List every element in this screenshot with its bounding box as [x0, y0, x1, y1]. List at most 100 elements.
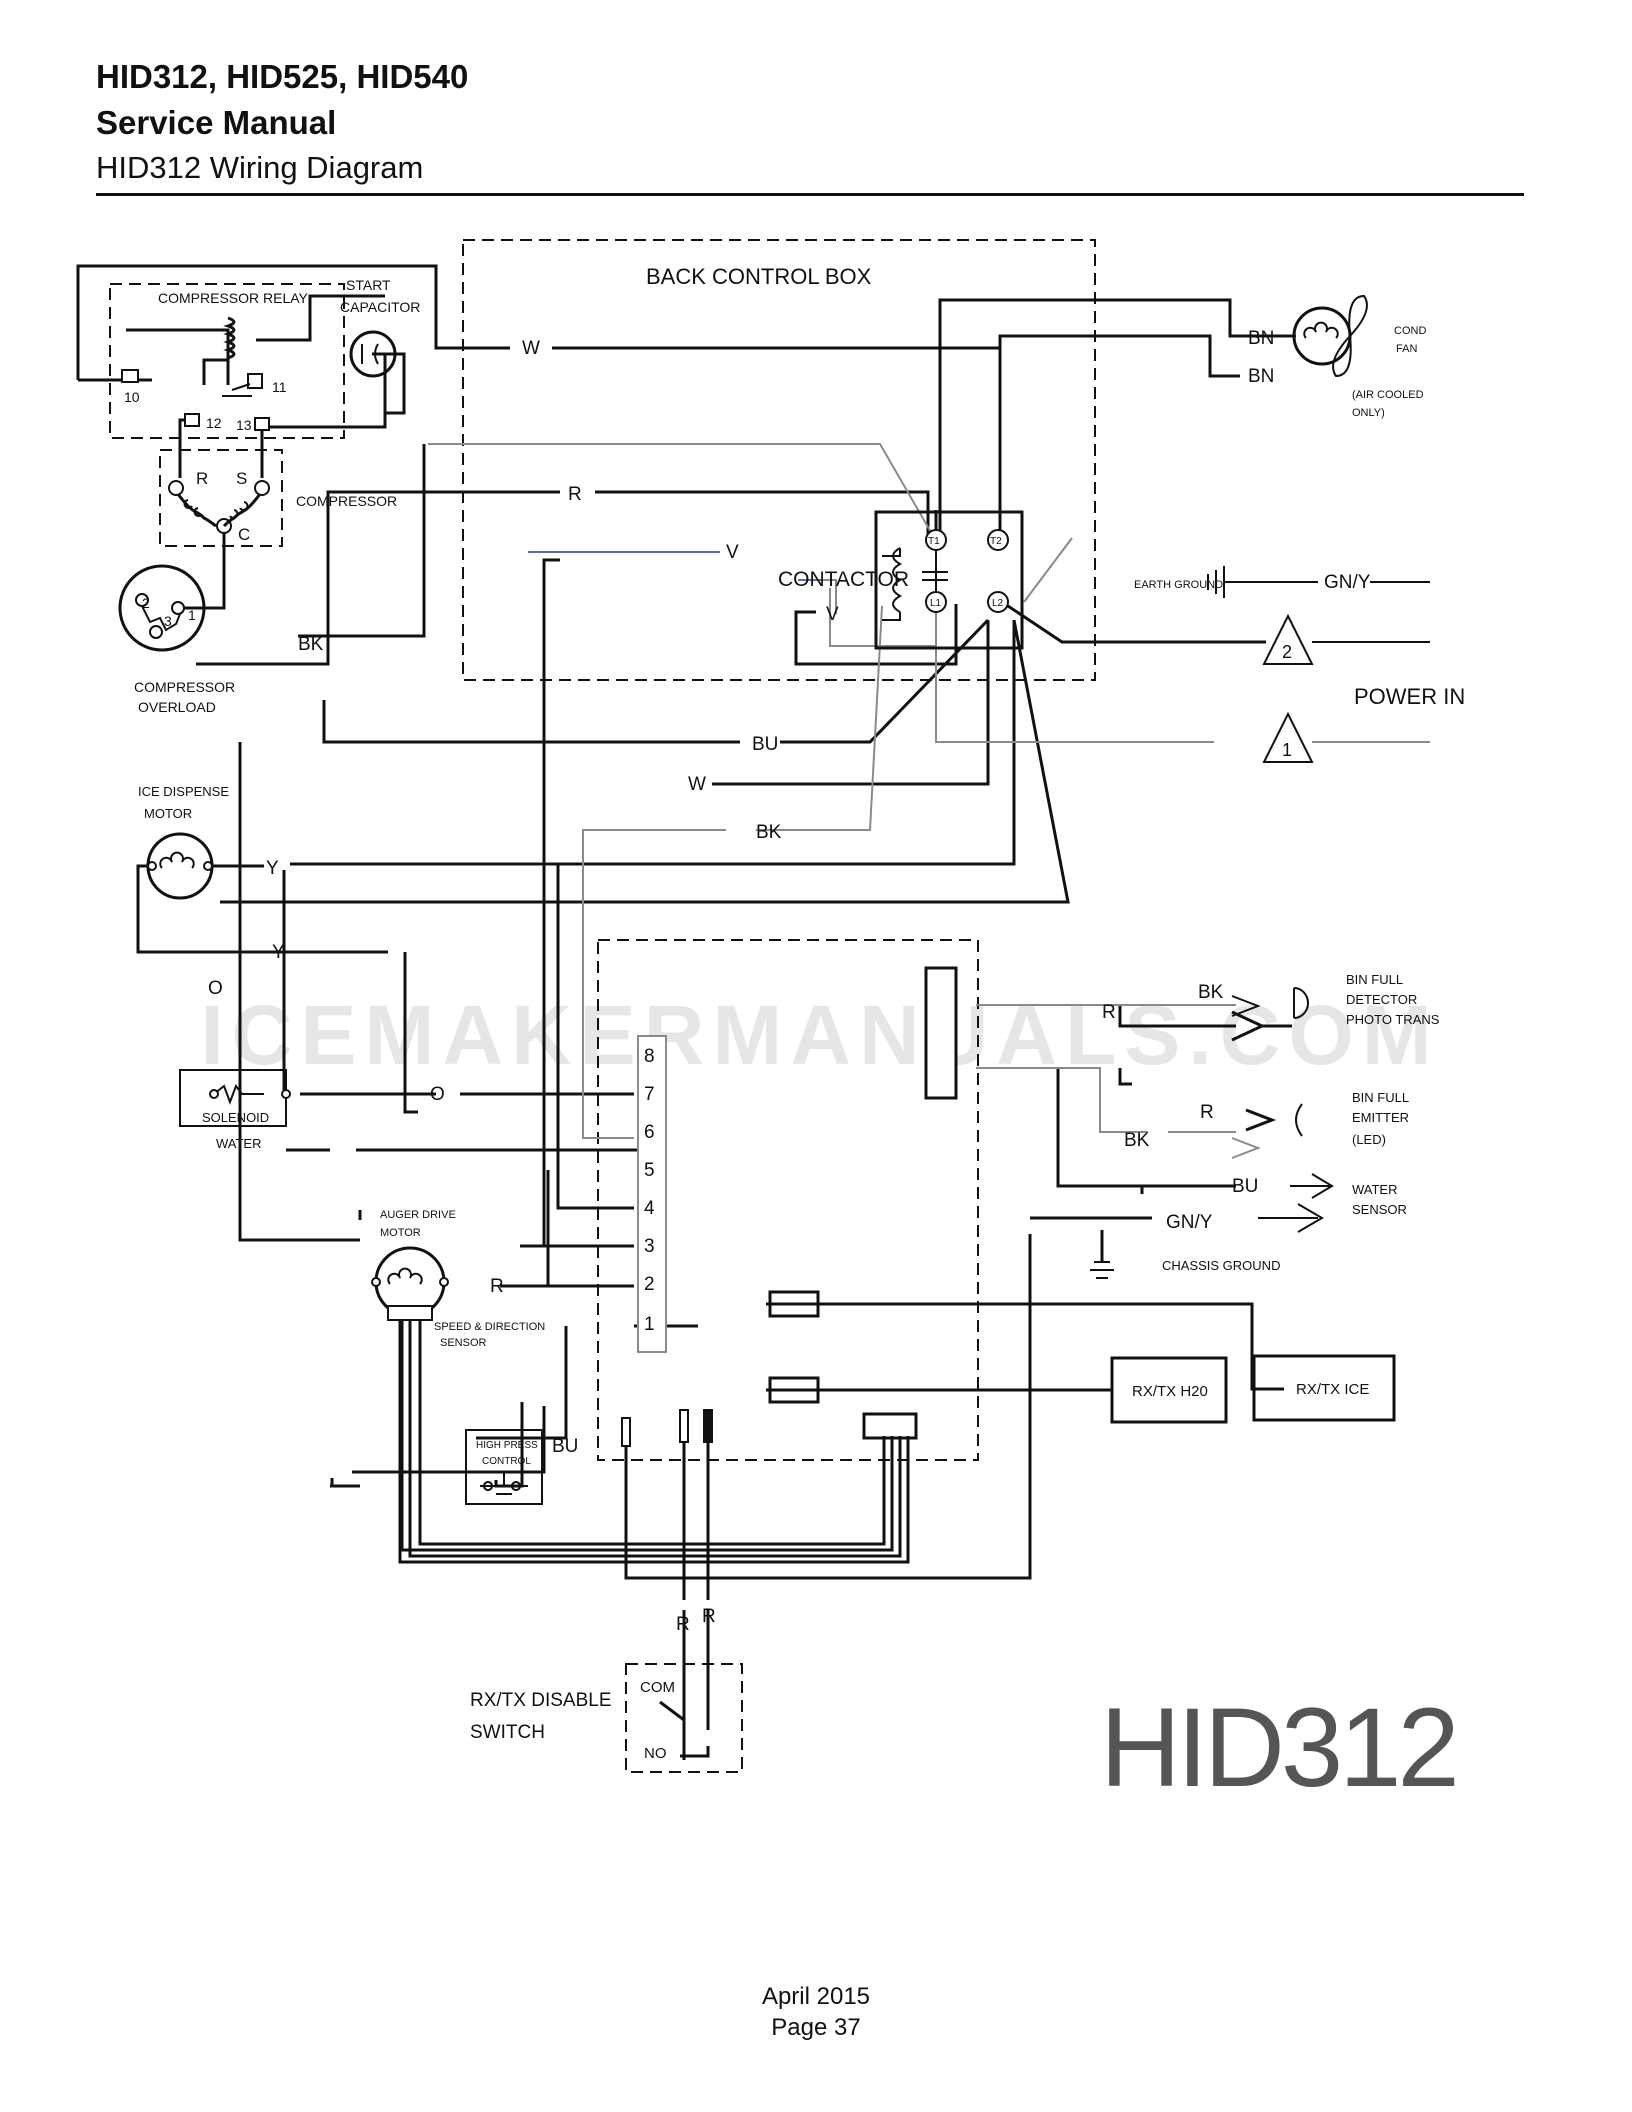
rxtx-h2o-label: RX/TX H20 [1132, 1383, 1208, 1400]
con-l1: L1 [930, 598, 942, 609]
compressor-relay-label: COMPRESSOR RELAY [158, 290, 309, 306]
compressor-terminal-r [168, 480, 184, 496]
footer-date: April 2015 [761, 1983, 871, 2010]
rxtx-ice-label: RX/TX ICE [1296, 1381, 1369, 1398]
power-triangle-2 [1262, 613, 1314, 665]
earth-ground [1207, 566, 1430, 598]
water-sensor [1290, 1173, 1334, 1199]
bin-full-detector-label-3: PHOTO TRANS [1346, 1012, 1440, 1027]
wire-bn-2: BN [1248, 366, 1274, 387]
bin-full-detector-label-2: DETECTOR [1346, 992, 1417, 1007]
bin-full-emitter-label-1: BIN FULL [1352, 1090, 1409, 1105]
cond-fan-label-2: FAN [1396, 343, 1417, 355]
ovl-1: 1 [188, 607, 196, 623]
control-board-box [597, 939, 979, 1461]
bin-full-detector [1231, 987, 1309, 1042]
contactor-terminal-l2 [987, 591, 1009, 613]
model-mark: HID312 [1100, 1685, 1456, 1810]
bin-full-emitter-label-2: EMITTER [1352, 1110, 1409, 1125]
document-manual-title: Service Manual [96, 104, 337, 141]
cond-fan-label-1: COND [1394, 325, 1426, 337]
compressor-overload-label-1: COMPRESSOR [134, 679, 235, 695]
pin-3: 3 [644, 1236, 655, 1257]
watermark: ICEMAKERMANUALS.COM [200, 988, 1439, 1082]
speed-sensor-label-2: SENSOR [440, 1337, 487, 1349]
back-control-box [462, 239, 1096, 681]
wire-r-emit: R [1200, 1102, 1214, 1123]
wire-w-top: W [522, 338, 540, 359]
contactor [874, 510, 1024, 650]
header-rule [96, 193, 1524, 196]
solenoid-label: SOLENOID [202, 1110, 269, 1125]
wire-y-1: Y [266, 858, 279, 879]
chassis-ground-label: CHASSIS GROUND [1162, 1258, 1280, 1273]
pin-1: 1 [644, 1314, 655, 1335]
wire-gn-y-earth: GN/Y [1324, 572, 1371, 593]
bin-full-emitter-label-3: (LED) [1352, 1132, 1386, 1147]
wire-r-det: R [1102, 1002, 1116, 1023]
power-1: 1 [1282, 740, 1292, 760]
start-capacitor-label-2: CAPACITOR [340, 299, 420, 315]
relay-terminal-11 [247, 373, 263, 389]
diagram-title: HID312 Wiring Diagram [96, 150, 424, 185]
relay-terminal-12 [184, 413, 200, 427]
compressor-relay [121, 316, 270, 431]
pin-2: 2 [644, 1274, 655, 1295]
high-press-control [465, 1429, 543, 1505]
wire-r-top: R [568, 484, 582, 505]
connector-auger [862, 1412, 918, 1440]
chassis-ground [1090, 1203, 1324, 1279]
board-connectors [621, 1290, 1396, 1447]
wire-r-auger: R [490, 1276, 504, 1297]
connector-rxtx-ice [768, 1290, 820, 1318]
water-label: WATER [216, 1136, 262, 1151]
auger-drive-motor [371, 1246, 449, 1321]
earth-ground-label: EARTH GROUND [1134, 579, 1223, 591]
wire-gn-y-chassis: GN/Y [1166, 1212, 1213, 1233]
relay-12: 12 [206, 415, 222, 431]
rxtx-h2o-box [1110, 1356, 1228, 1424]
relay-terminal-13 [254, 417, 270, 431]
wire-w-mid: W [688, 774, 706, 795]
relay-11: 11 [272, 379, 287, 395]
overload-terminal-3 [149, 625, 163, 639]
comp-r: R [196, 469, 208, 488]
control-board-terminal-strip [637, 1035, 667, 1353]
wires-black [76, 264, 1296, 1760]
pin-6: 6 [644, 1122, 655, 1143]
rxtx-disable-switch-label-2: SWITCH [470, 1722, 545, 1743]
ice-dispense-motor-label-2: MOTOR [144, 806, 192, 821]
ovl-2: 2 [142, 595, 150, 611]
water-sensor-label-1: WATER [1352, 1182, 1398, 1197]
wire-r-switch-2: R [702, 1606, 716, 1627]
start-capacitor [349, 330, 397, 378]
component-labels: BACK CONTROL BOX COMPRESSOR RELAY START … [134, 264, 1465, 1762]
wire-bu-hpc: BU [552, 1436, 578, 1457]
power-in-label: POWER IN [1354, 684, 1465, 709]
wire-bk-mid: BK [756, 822, 782, 843]
wire-o-2: O [430, 1084, 445, 1105]
footer-page-number: Page 37 [771, 2014, 861, 2041]
wire-bn-1: BN [1248, 328, 1274, 349]
air-cooled-label-1: (AIR COOLED [1352, 389, 1424, 401]
switch-no-label: NO [644, 1745, 667, 1762]
overload-terminal-1 [171, 601, 185, 615]
document-models-title: HID312, HID525, HID540 [96, 58, 469, 95]
compressor-box [159, 449, 283, 547]
wire-labels: W R V V BK BN BN GN/Y BU W BK Y Y O O R … [208, 328, 1371, 1635]
power-2: 2 [1282, 642, 1292, 662]
relay-13: 13 [236, 417, 252, 433]
terminal-labels: 10 11 12 13 R S C 1 2 3 T1 T2 L1 L2 2 1 … [124, 379, 1292, 1335]
wire-bu-mid: BU [752, 734, 778, 755]
water-solenoid [179, 1069, 291, 1127]
compressor-overload-label-2: OVERLOAD [138, 699, 216, 715]
wire-y-2: Y [272, 942, 285, 963]
wire-bu-water: BU [1232, 1176, 1258, 1197]
wire-v-contactor: V [826, 604, 839, 625]
wires-violet [528, 551, 822, 581]
comp-s: S [236, 469, 247, 488]
bin-sensor-connector [924, 966, 958, 1100]
back-control-box-label: BACK CONTROL BOX [646, 264, 872, 289]
cond-fan [1292, 294, 1368, 378]
